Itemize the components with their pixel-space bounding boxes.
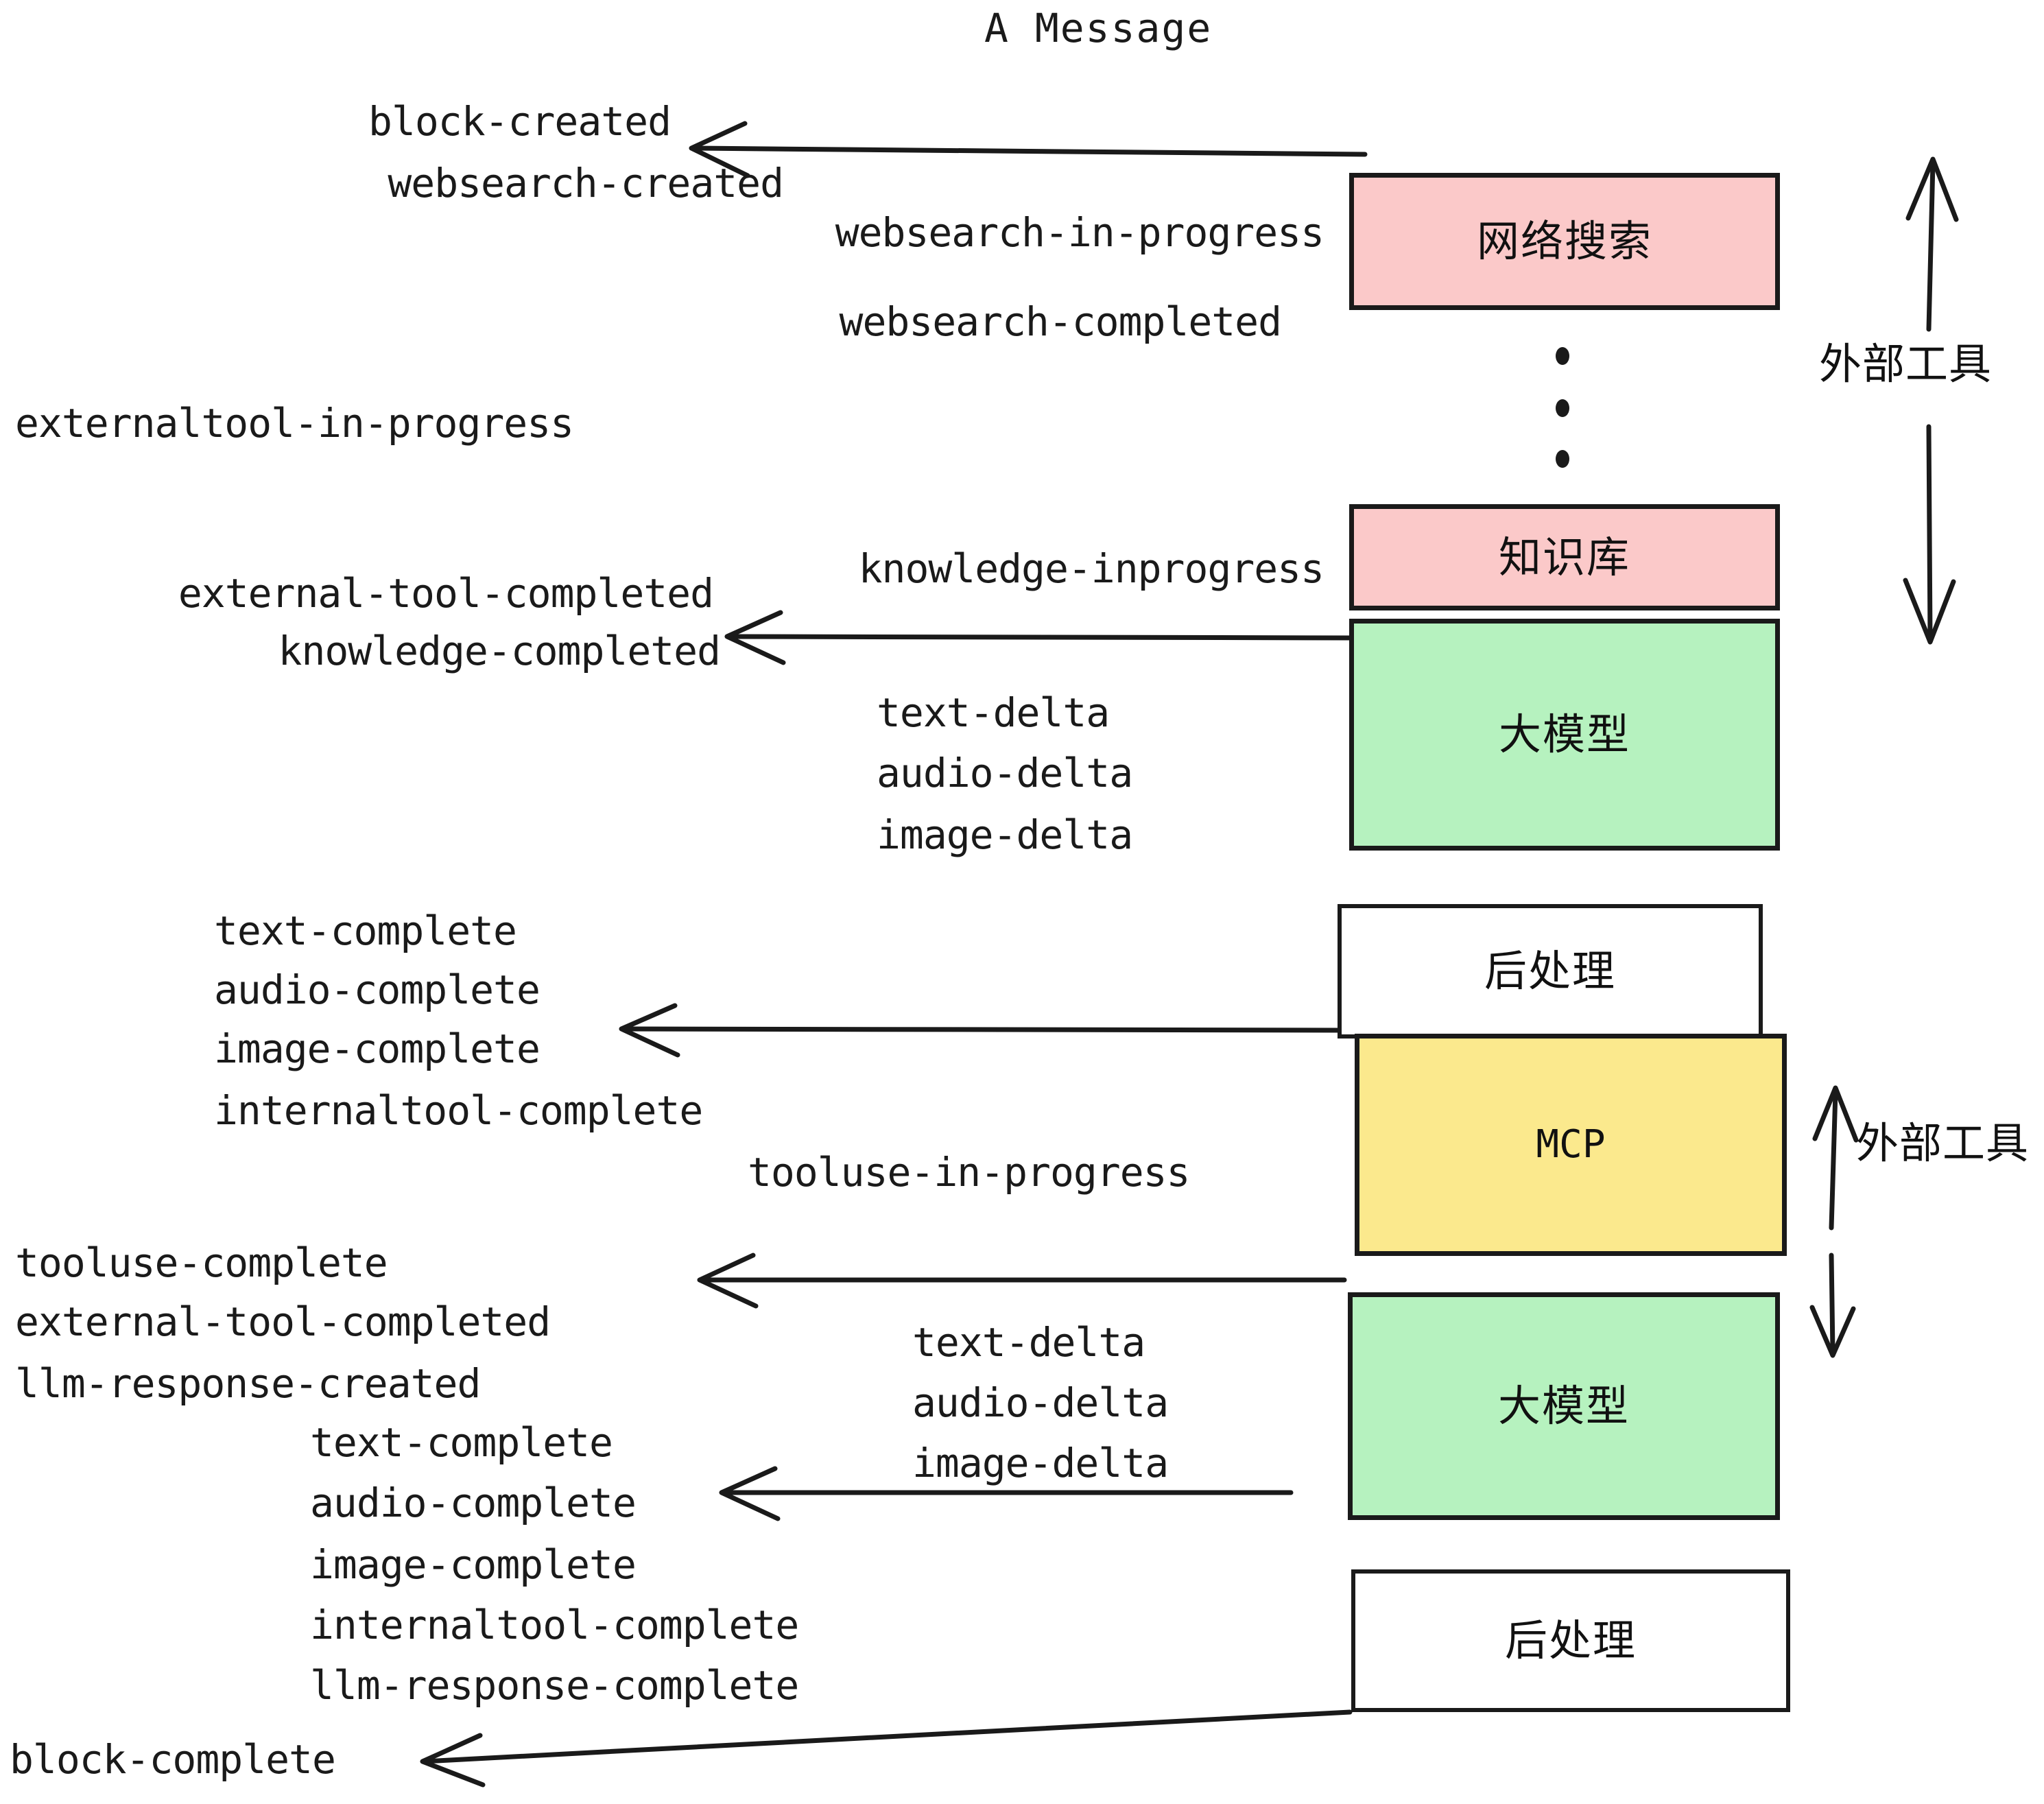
box-websearch[interactable]: 网络搜索 (1349, 173, 1780, 310)
event-tooluse-complete: tooluse-complete (15, 1239, 388, 1286)
event-llm-response-created: llm-response-created (15, 1360, 481, 1407)
box-mcp[interactable]: MCP (1355, 1034, 1787, 1256)
box-postprocess-top-label: 后处理 (1484, 946, 1616, 996)
event-text-complete-1: text-complete (214, 907, 517, 954)
box-postprocess-bottom-label: 后处理 (1504, 1615, 1637, 1665)
box-postprocess-bottom[interactable]: 后处理 (1351, 1569, 1790, 1712)
event-audio-complete-1: audio-complete (214, 966, 540, 1013)
event-websearch-created: websearch-created (388, 160, 784, 206)
event-image-complete-1: image-complete (214, 1025, 540, 1072)
event-audio-complete-2: audio-complete (310, 1480, 637, 1526)
label-external-tools-bottom: 外部工具 (1856, 1118, 2030, 1168)
box-mcp-label: MCP (1536, 1122, 1606, 1167)
event-image-delta-2: image-delta (912, 1440, 1169, 1486)
box-knowledge-label: 知识库 (1498, 532, 1630, 582)
box-llm-top-label: 大模型 (1498, 709, 1630, 759)
diagram-title: A Message (984, 5, 1213, 51)
event-image-complete-2: image-complete (310, 1541, 637, 1588)
box-knowledge[interactable]: 知识库 (1349, 504, 1780, 610)
box-postprocess-top[interactable]: 后处理 (1338, 904, 1763, 1039)
box-llm-top[interactable]: 大模型 (1349, 619, 1780, 851)
event-llm-response-complete: llm-response-complete (310, 1662, 799, 1709)
box-websearch-label: 网络搜索 (1476, 216, 1652, 266)
event-internaltool-complete-1: internaltool-complete (214, 1087, 703, 1134)
event-text-complete-2: text-complete (310, 1419, 613, 1466)
event-text-delta-1: text-delta (877, 689, 1110, 736)
event-block-complete: block-complete (10, 1736, 336, 1783)
event-external-tool-completed-2: external-tool-completed (15, 1298, 551, 1345)
event-websearch-completed: websearch-completed (839, 298, 1282, 345)
event-audio-delta-2: audio-delta (912, 1379, 1169, 1426)
ellipsis-dot (1556, 399, 1569, 417)
ellipsis-dot (1556, 347, 1569, 365)
event-block-created: block-created (368, 98, 672, 145)
box-llm-bottom-label: 大模型 (1497, 1381, 1630, 1431)
event-knowledge-inprogress: knowledge-inprogress (858, 545, 1324, 592)
event-audio-delta-1: audio-delta (877, 750, 1133, 796)
ellipsis-dot (1556, 450, 1569, 468)
event-websearch-in-progress: websearch-in-progress (835, 209, 1324, 256)
event-external-tool-completed-1: external-tool-completed (178, 570, 714, 617)
label-external-tools-top: 外部工具 (1819, 339, 1993, 389)
box-llm-bottom[interactable]: 大模型 (1348, 1292, 1780, 1520)
event-knowledge-completed: knowledge-completed (278, 628, 721, 674)
event-image-delta-1: image-delta (877, 811, 1133, 858)
event-text-delta-2: text-delta (912, 1319, 1145, 1366)
event-tooluse-in-progress: tooluse-in-progress (748, 1149, 1190, 1196)
event-externaltool-in-progress: externaltool-in-progress (15, 400, 574, 447)
event-internaltool-complete-2: internaltool-complete (310, 1602, 799, 1648)
